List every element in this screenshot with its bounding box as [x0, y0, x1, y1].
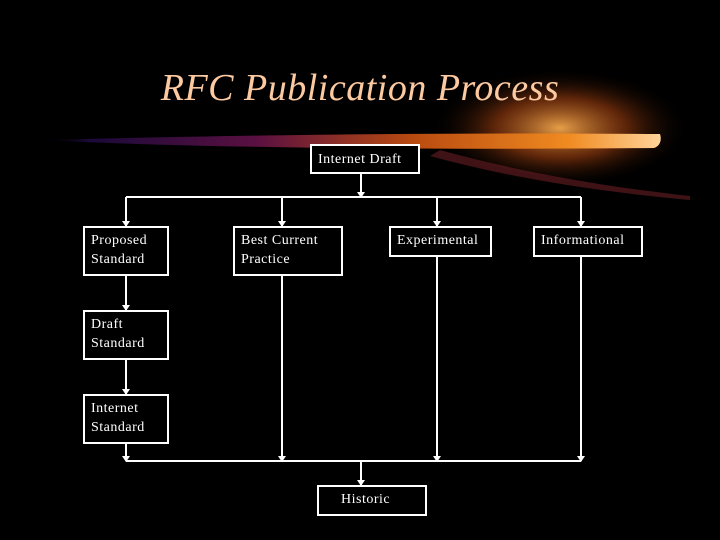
slide-title: RFC Publication Process: [160, 67, 560, 109]
node-proposed-standard-label: Proposed Standard: [91, 233, 148, 267]
node-best-current-practice: Best Current Practice: [233, 226, 343, 276]
node-historic: Historic: [317, 485, 427, 516]
node-historic-label: Historic: [341, 492, 391, 507]
node-experimental: Experimental: [389, 226, 492, 257]
node-internet-standard: Internet Standard: [83, 394, 169, 444]
node-experimental-label: Experimental: [397, 233, 479, 248]
node-draft-standard: Draft Standard: [83, 310, 169, 360]
node-informational-label: Informational: [541, 233, 625, 248]
node-proposed-standard: Proposed Standard: [83, 226, 169, 276]
node-internet-standard-label: Internet Standard: [91, 401, 145, 435]
node-draft-standard-label: Draft Standard: [91, 317, 145, 351]
node-informational: Informational: [533, 226, 643, 257]
node-best-current-practice-label: Best Current Practice: [241, 233, 319, 267]
node-internet-draft-label: Internet Draft: [318, 152, 402, 167]
node-internet-draft: Internet Draft: [310, 144, 420, 174]
